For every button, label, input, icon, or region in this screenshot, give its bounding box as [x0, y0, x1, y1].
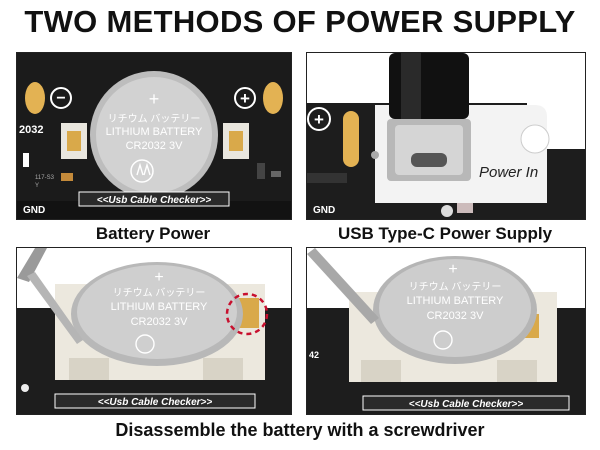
- highlight-circle: [225, 292, 269, 336]
- battery-brand-text: LITHIUM BATTERY: [106, 126, 203, 138]
- board-label-2032: 2032: [19, 124, 43, 136]
- usb-power-photo: + Power In GND: [306, 52, 586, 220]
- caption-usb-power: USB Type-C Power Supply: [337, 224, 553, 243]
- screwdriver-shaft: [307, 248, 379, 324]
- recycle-icon: [433, 330, 453, 350]
- power-in-label: Power In: [479, 164, 538, 181]
- board-label-42: 42: [309, 350, 319, 360]
- caption-battery-power: Battery Power: [95, 224, 211, 243]
- board-small-text: Y: [35, 183, 39, 189]
- board-small-text: 117-S3: [35, 175, 55, 181]
- board-label-checker: <<Usb Cable Checker>>: [97, 195, 212, 206]
- plus-circle-icon: [234, 87, 256, 109]
- board-label-checker: <<Usb Cable Checker>>: [98, 397, 213, 408]
- battery-plus-symbol: +: [149, 89, 160, 109]
- gold-pad: [343, 111, 359, 167]
- plus-sign: +: [314, 110, 324, 129]
- plus-sign: +: [240, 89, 250, 108]
- battery-japanese-text: リチウム バッテリー: [113, 287, 206, 299]
- battery-model-text: CR2032 3V: [126, 140, 184, 152]
- minus-sign: −: [56, 90, 65, 107]
- plus-circle-icon: [307, 107, 331, 131]
- battery-brand-text: LITHIUM BATTERY: [111, 301, 208, 313]
- battery-plus-symbol: +: [448, 261, 457, 278]
- disassemble-photo-right: + リチウム バッテリー LITHIUM BATTERY CR2032 3V 4…: [306, 247, 586, 415]
- battery-japanese-text: リチウム バッテリー: [409, 281, 502, 293]
- battery-power-photo: − + 2032 + リチウム バッテリー LITHIUM BATTERY CR…: [16, 52, 292, 220]
- battery-japanese-text: リチウム バッテリー: [108, 113, 201, 125]
- recycle-icon: [130, 159, 154, 183]
- mounting-hole: [520, 124, 550, 154]
- board-label-gnd: GND: [23, 205, 45, 216]
- gold-pad: [263, 82, 283, 114]
- screwdriver-shaft: [17, 248, 47, 282]
- board-label-gnd: GND: [313, 205, 335, 216]
- battery-model-text: CR2032 3V: [427, 310, 485, 322]
- battery-plus-symbol: +: [154, 269, 163, 286]
- board-label-checker: <<Usb Cable Checker>>: [409, 399, 524, 410]
- minus-circle-icon: [50, 87, 72, 109]
- battery-brand-text: LITHIUM BATTERY: [407, 295, 504, 307]
- caption-disassemble: Disassemble the battery with a screwdriv…: [115, 420, 485, 440]
- battery-model-text: CR2032 3V: [131, 316, 189, 328]
- recycle-icon: [135, 334, 155, 354]
- gold-pad: [25, 82, 45, 114]
- disassemble-photo-left: + リチウム バッテリー LITHIUM BATTERY CR2032 3V <…: [16, 247, 292, 415]
- page-title: TWO METHODS OF POWER SUPPLY: [24, 4, 576, 39]
